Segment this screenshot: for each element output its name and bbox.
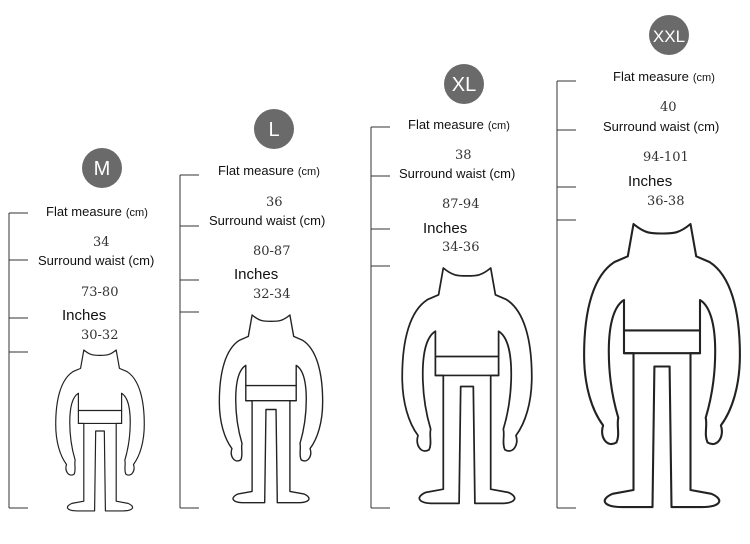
inches-label-xxl: Inches bbox=[628, 173, 672, 190]
waist-label-m: Surround waist (cm) bbox=[38, 253, 154, 268]
waist-value-l: 80-87 bbox=[253, 244, 290, 259]
flat-measure-value-xl: 38 bbox=[455, 148, 472, 163]
flat-measure-value-l: 36 bbox=[266, 195, 283, 210]
badge-m: M bbox=[82, 148, 122, 188]
inches-value-xxl: 36-38 bbox=[647, 194, 684, 209]
badge-xl: XL bbox=[444, 64, 484, 104]
inches-value-xl: 34-36 bbox=[442, 240, 479, 255]
figure-xl bbox=[401, 267, 533, 505]
badge-xxl-label: XXL bbox=[653, 27, 685, 46]
waist-label-l: Surround waist (cm) bbox=[209, 213, 325, 228]
flat-measure-value-xxl: 40 bbox=[660, 100, 677, 115]
flat-measure-label-xxl: Flat measure(cm) bbox=[613, 69, 715, 84]
badge-l: L bbox=[254, 109, 294, 149]
size-column-l: L Flat measure(cm) 36 Surround waist (cm… bbox=[179, 109, 325, 509]
waist-label-xxl: Surround waist (cm) bbox=[603, 119, 719, 134]
badge-l-label: L bbox=[268, 119, 279, 141]
flat-measure-label-xl: Flat measure(cm) bbox=[408, 117, 510, 132]
size-column-m: M Flat measure(cm) 34 Surround waist (cm… bbox=[8, 148, 154, 512]
ruler-xxl bbox=[556, 80, 576, 509]
inches-label-l: Inches bbox=[234, 266, 278, 283]
badge-xxl: XXL bbox=[649, 15, 689, 55]
size-column-xl: XL Flat measure(cm) 38 Surround waist (c… bbox=[370, 64, 533, 509]
badge-xl-label: XL bbox=[452, 74, 476, 96]
waist-label-xl: Surround waist (cm) bbox=[399, 166, 515, 181]
waist-value-m: 73-80 bbox=[81, 285, 118, 300]
waist-value-xxl: 94-101 bbox=[643, 150, 689, 165]
figure-xxl bbox=[583, 222, 741, 509]
inches-value-m: 30-32 bbox=[81, 328, 118, 343]
size-column-xxl: XXL Flat measure(cm) 40 Surround waist (… bbox=[556, 15, 741, 509]
ruler-xl bbox=[370, 126, 390, 509]
ruler-m bbox=[8, 212, 28, 509]
figure-m bbox=[55, 349, 145, 512]
figure-l bbox=[218, 314, 324, 504]
flat-measure-label-l: Flat measure(cm) bbox=[218, 163, 320, 178]
inches-label-m: Inches bbox=[62, 307, 106, 324]
waist-value-xl: 87-94 bbox=[442, 197, 479, 212]
inches-label-xl: Inches bbox=[423, 220, 467, 237]
ruler-l bbox=[179, 174, 199, 509]
inches-value-l: 32-34 bbox=[253, 287, 290, 302]
flat-measure-label-m: Flat measure(cm) bbox=[46, 204, 148, 219]
flat-measure-value-m: 34 bbox=[93, 235, 110, 250]
badge-m-label: M bbox=[94, 158, 111, 180]
